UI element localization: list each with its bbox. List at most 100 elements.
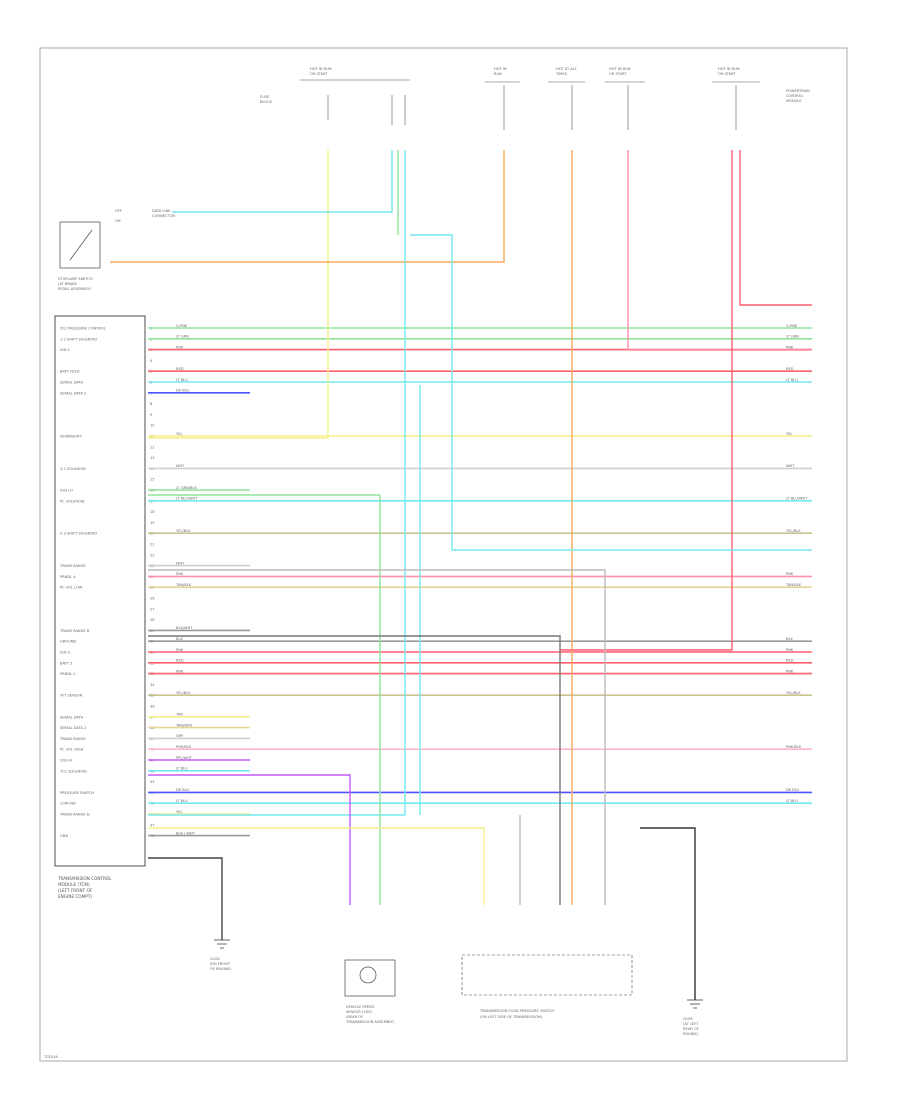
tcm-pin-number: 9 (150, 413, 153, 417)
tcm-pin-number: 27 (150, 607, 155, 611)
wire-code: PNK/BLK (176, 745, 192, 749)
tcm-pin-name: LOW REF (60, 802, 76, 806)
tcm-pin-number: 22 (150, 553, 155, 557)
tcm-pin-number: 10 (150, 424, 155, 428)
svg-text:CONTROL: CONTROL (786, 94, 804, 98)
tcm-pin-number: 26 (150, 597, 155, 601)
svg-text:REAR OF: REAR OF (683, 1027, 699, 1031)
top-comp-3: HOT AT ALL TIMES (548, 67, 585, 130)
wire-code: G.PNK (176, 324, 188, 328)
wire-code: LT GRN/BLK (176, 486, 197, 490)
svg-text:VEHICLE SPEED: VEHICLE SPEED (346, 1005, 374, 1009)
svg-text:MODULE: MODULE (786, 99, 802, 103)
tcm-pin-name: SERIAL DATA 2 (60, 726, 86, 730)
tcm-pin-name: TCC SOLENOID (59, 769, 87, 773)
svg-text:BLOCK: BLOCK (260, 100, 273, 104)
tcm-pin-number: 4 (150, 359, 153, 363)
tcm-title: TRANSMISSION CONTROL MODULE (TCM) (LEFT … (57, 876, 112, 899)
tcm-pin-name: TRANS RANGE D (59, 813, 90, 817)
tcm-pin-name: SERIAL DATA (60, 715, 84, 719)
tcm-pin-name: PC SOL LOW (60, 586, 83, 590)
top-comp-4: HOT IN RUN OR START (605, 67, 645, 130)
tcm-box (54, 315, 146, 867)
tcm-pin-number: 18 (150, 510, 155, 514)
svg-text:(AT BRAKE: (AT BRAKE (58, 282, 78, 286)
footer-code: TCE01A (43, 1055, 58, 1059)
tcm-pin-name: GND (60, 834, 68, 838)
wire-yellow-downshift (148, 150, 329, 439)
wire-code: DK BLU (176, 389, 190, 393)
tcm-pin-number: 12 (150, 445, 155, 449)
wire-pink-right (627, 150, 812, 351)
tcm-pin-name: IGN 3 (60, 651, 70, 655)
tcm-pin-name: TFT SENSOR (59, 694, 83, 698)
wire-code: PNK (176, 345, 184, 349)
wire-code: LT BLU/WHT (176, 497, 198, 501)
wire-green-vss (379, 150, 399, 905)
wire-code-right: DK BLU (786, 788, 800, 792)
tcm-pin-name: 1-2 SHIFT SOLENOID (60, 337, 97, 341)
tcm-pin-name: SERIAL DATA 2 (60, 391, 86, 395)
wire-code: TAN/BLK (175, 583, 192, 587)
svg-text:HOT IN: HOT IN (494, 67, 507, 71)
svg-text:OR START: OR START (310, 72, 328, 76)
wire-code-right: LT GRN (786, 335, 799, 339)
wire-code: LT GRN (176, 335, 189, 339)
tcm-pin-name: PRESSURE SWITCH (60, 791, 94, 795)
tcm-pin-name: DOWNSHIFT (60, 435, 83, 439)
svg-text:HOT IN RUN: HOT IN RUN (609, 67, 631, 71)
svg-text:FUSE: FUSE (260, 95, 270, 99)
top-comp-6: POWERTRAIN CONTROL MODULE (786, 89, 810, 103)
wire-code-right: PNK (786, 572, 794, 576)
wire-red-right-2 (560, 150, 733, 651)
svg-text:G106: G106 (683, 1017, 693, 1021)
tcm-pin-list: TCC PRESSURE CONTROL11-2 SHIFT SOLENOID2… (59, 327, 155, 839)
wire-code: BLK / WHT (176, 831, 196, 835)
wire-code: PNK (176, 572, 184, 576)
wire-yellow-ps (148, 827, 485, 905)
wire-code-right: PNK (786, 345, 794, 349)
svg-text:(LEFT FRONT OF: (LEFT FRONT OF (58, 888, 93, 893)
tcm-pin-name: 2-3 SHIFT SOLENOID (60, 532, 97, 536)
wire-code-right: BLK (786, 637, 793, 641)
wire-code: RED (176, 659, 184, 663)
wire-code: WHT (176, 464, 185, 468)
wire-code: TAN/WHT (175, 723, 194, 727)
tcm-pin-name: PRNDL A (60, 575, 76, 579)
wire-cyan-long (148, 150, 406, 816)
tcm-pin-name: GROUND (60, 640, 76, 644)
wire-code: BLK/WHT (176, 626, 193, 630)
ground-left: G104 (RH FRONT OF ENGINE) (210, 939, 232, 971)
tcm-pin-number: 19 (150, 521, 155, 525)
tcm-pin-name: PC SOLENOID (60, 499, 85, 503)
svg-text:G104: G104 (210, 957, 220, 961)
tcm-pin-name: BATT FEED (60, 370, 80, 374)
svg-text:SENSOR (VSS): SENSOR (VSS) (346, 1010, 372, 1014)
top-components: HOT IN RUN OR START FUSE BLOCK HOT IN RU… (260, 67, 810, 130)
svg-text:(AT LEFT: (AT LEFT (683, 1022, 699, 1026)
wire-code: LT BLU (176, 799, 188, 803)
wire-code-right: PNK/BLK (786, 745, 802, 749)
wire-orange-stoplamp (110, 150, 505, 263)
tcm-pin-number: 13 (150, 456, 155, 460)
tcm-pin-name: VSS HI (60, 759, 72, 763)
wire-code: GRY (176, 734, 184, 738)
stoplamp-switch: OFF ON STOPLAMP SWITCH (AT BRAKE PEDAL A… (58, 209, 176, 291)
svg-text:STOPLAMP SWITCH: STOPLAMP SWITCH (58, 277, 93, 281)
svg-text:MODULE (TCM): MODULE (TCM) (58, 882, 90, 887)
routed-wires (110, 150, 812, 1000)
wire-code-right: YEL/BLK (786, 529, 801, 533)
wire-code-right: TAN/BLK (785, 583, 802, 587)
tcm-pin-name: PC SOL HIGH (60, 748, 84, 752)
wire-black-ground-left (148, 857, 223, 940)
wire-code: YEL/BLK (176, 529, 191, 533)
wire-cyan-stoplamp (172, 150, 393, 213)
tcm-pin-number: 15 (150, 478, 155, 482)
wire-code: DK BLU (176, 788, 190, 792)
wire-cyan-loop (410, 234, 812, 551)
svg-text:ON: ON (115, 219, 121, 223)
svg-text:HOT IN RUN: HOT IN RUN (310, 67, 332, 71)
ground-right: G106 (AT LEFT REAR OF ENGINE) (683, 999, 703, 1036)
wire-code-right: RED (786, 367, 794, 371)
svg-text:POWERTRAIN: POWERTRAIN (786, 89, 810, 93)
